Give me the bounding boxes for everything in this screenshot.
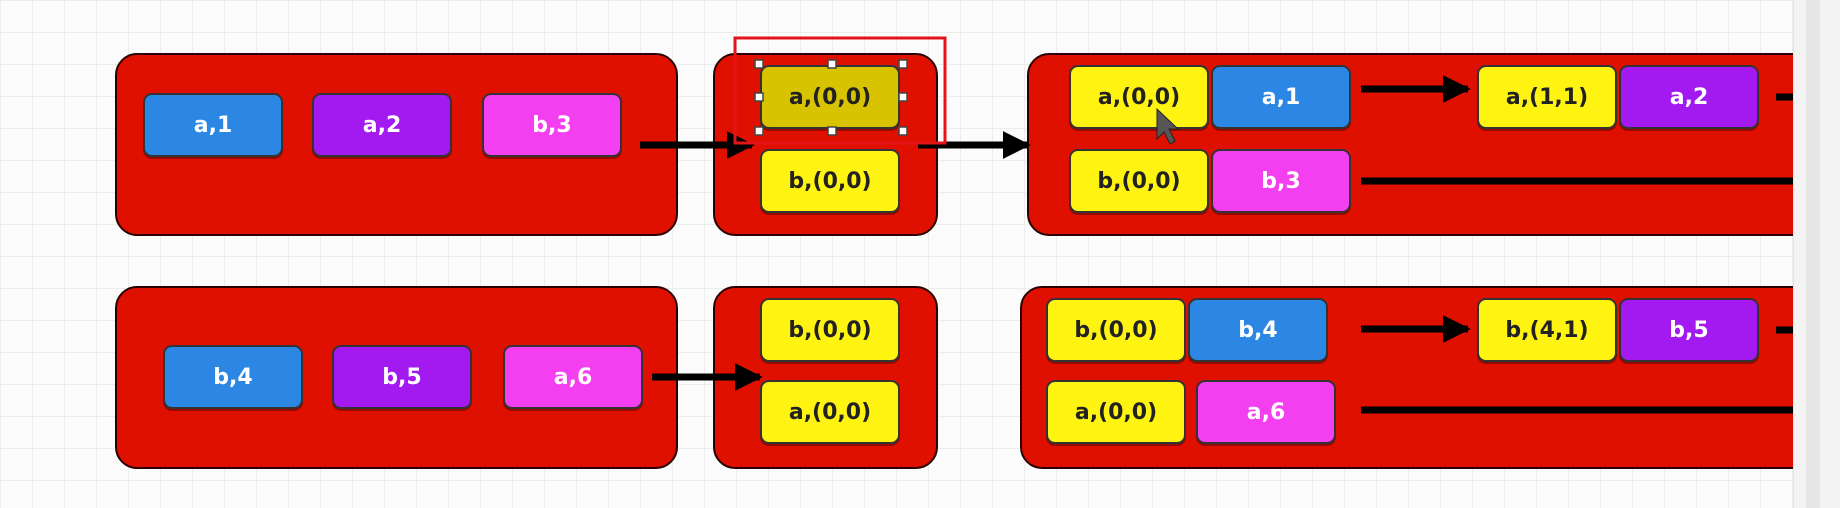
selection-handles[interactable]: [754, 59, 908, 136]
input-chip[interactable]: a,6: [503, 345, 643, 409]
output-key-chip[interactable]: a,(0,0): [1069, 65, 1209, 129]
output-value-chip[interactable]: a,2: [1619, 65, 1759, 129]
output-key-chip[interactable]: b,(0,0): [1046, 298, 1186, 362]
input-chip[interactable]: b,3: [482, 93, 622, 157]
input-chip[interactable]: a,1: [143, 93, 283, 157]
mouse-cursor-icon: [1156, 107, 1180, 145]
selection-outline[interactable]: [733, 36, 947, 145]
input-chip[interactable]: a,2: [312, 93, 452, 157]
output-value-chip[interactable]: a,1: [1211, 65, 1351, 129]
output-value-chip[interactable]: a,6: [1196, 380, 1336, 444]
output-key-chip[interactable]: a,(0,0): [1046, 380, 1186, 444]
output-key-chip[interactable]: b,(4,1): [1477, 298, 1617, 362]
state-chip[interactable]: b,(0,0): [760, 298, 900, 362]
output-value-chip[interactable]: b,4: [1188, 298, 1328, 362]
output-key-chip[interactable]: b,(0,0): [1069, 149, 1209, 213]
output-value-chip[interactable]: b,5: [1619, 298, 1759, 362]
state-chip[interactable]: a,(0,0): [760, 380, 900, 444]
output-key-chip[interactable]: a,(1,1): [1477, 65, 1617, 129]
vertical-scrollbar[interactable]: [1793, 0, 1840, 508]
state-chip[interactable]: b,(0,0): [760, 149, 900, 213]
input-chip[interactable]: b,4: [163, 345, 303, 409]
output-value-chip[interactable]: b,3: [1211, 149, 1351, 213]
input-chip[interactable]: b,5: [332, 345, 472, 409]
scrollbar-track[interactable]: [1806, 0, 1820, 508]
